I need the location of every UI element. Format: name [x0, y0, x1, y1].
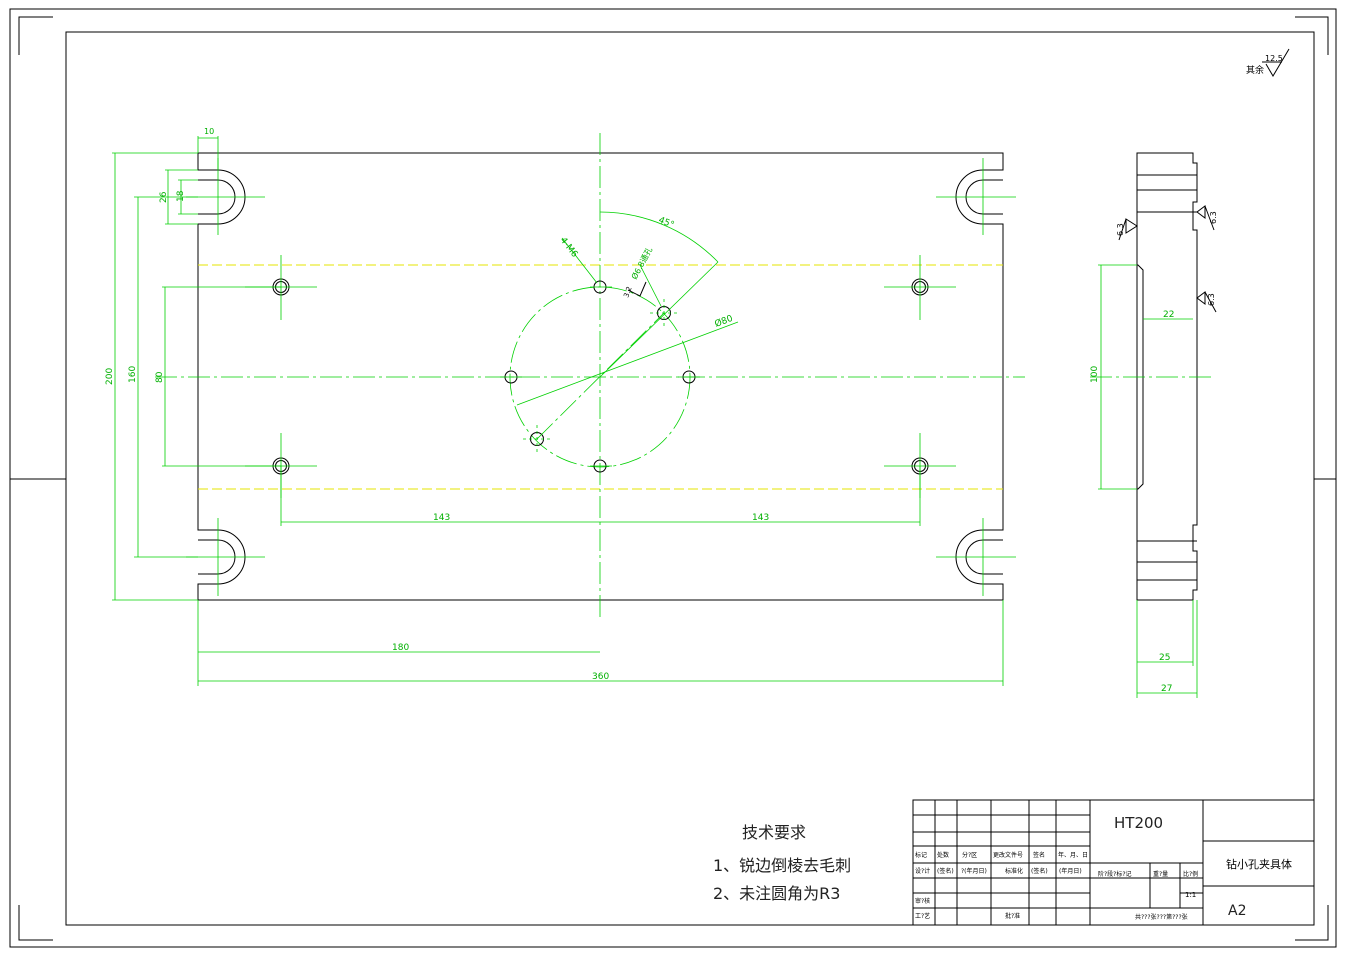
surface-roughness-symbol: 6.3 [1196, 205, 1218, 231]
svg-text:6.3: 6.3 [1116, 223, 1125, 236]
side-view-outline [1136, 152, 1198, 601]
dim-slot-outer: 26 [159, 191, 169, 203]
dim-side-thickness-25: 25 [1159, 653, 1170, 663]
dim-height-80: 80 [155, 371, 165, 383]
tech-requirements: 技术要求 1、锐边倒棱去毛刺 2、未注圆角为R3 [713, 823, 851, 903]
svg-text:分?区: 分?区 [962, 851, 977, 859]
roughness-value: 12.5 [1265, 54, 1283, 63]
sheet-size: A2 [1228, 903, 1246, 919]
part-name: 钻小孔夹具体 [1226, 857, 1292, 871]
svg-text:批?准: 批?准 [1005, 912, 1020, 920]
mounting-hole [884, 255, 956, 320]
dim-side-height-100: 100 [1090, 366, 1100, 383]
roughness-label: 其余 [1246, 64, 1264, 76]
dim-hole-note: Ø6.8通孔 [629, 245, 654, 281]
dim-overall-length: 360 [592, 672, 609, 682]
material: HT200 [1114, 814, 1163, 832]
svg-text:标准化: 标准化 [1005, 867, 1023, 875]
dim-half-spacing-left: 143 [433, 513, 450, 523]
dim-half-spacing-right: 143 [752, 513, 769, 523]
dim-slot-inner: 18 [176, 190, 186, 202]
tech-requirements-title: 技术要求 [742, 823, 806, 842]
svg-text:审?核: 审?核 [915, 897, 930, 905]
svg-text:6.3: 6.3 [1207, 293, 1216, 306]
svg-text:(签名): (签名) [1031, 867, 1048, 875]
dim-slot-width: 10 [204, 127, 214, 136]
svg-text:更改文件号: 更改文件号 [993, 851, 1023, 859]
svg-text:签名: 签名 [1033, 851, 1045, 859]
svg-text:阶?段?标?记: 阶?段?标?记 [1098, 870, 1132, 878]
dim-half-length: 180 [392, 643, 409, 653]
surface-roughness-symbol: 6.3 [1196, 291, 1217, 313]
surface-roughness-symbol: 6.3 [1116, 218, 1138, 241]
dim-side-thickness-27: 27 [1161, 684, 1172, 694]
svg-text:重?量: 重?量 [1153, 870, 1168, 878]
front-view: Ø80 4-M6 45° Ø6.8通孔 3.2 200 160 80 [105, 127, 1025, 686]
dim-small-value: 3.2 [622, 285, 633, 298]
general-roughness-symbol: 12.5 其余 [1246, 48, 1290, 77]
svg-text:工?艺: 工?艺 [915, 912, 930, 920]
tech-requirement-item: 2、未注圆角为R3 [713, 884, 840, 903]
dim-side-width-22: 22 [1163, 310, 1174, 320]
dim-overall-height: 200 [105, 368, 115, 385]
svg-text:设?计: 设?计 [915, 867, 930, 875]
title-block: HT200 钻小孔夹具体 A2 1:1 阶?段?标?记 重?量 比?例 共???… [912, 799, 1315, 926]
svg-text:(年月日): (年月日) [1059, 867, 1082, 875]
sheet-frame [9, 8, 1337, 948]
svg-text:处数: 处数 [937, 851, 949, 859]
dimension-group-left: 200 160 80 26 18 10 [105, 127, 281, 601]
svg-text:年、月、日: 年、月、日 [1058, 851, 1088, 859]
dim-height-160: 160 [128, 366, 138, 383]
tech-requirement-item: 1、锐边倒棱去毛刺 [713, 856, 851, 875]
svg-text:(签名): (签名) [937, 867, 954, 875]
side-view: 100 22 25 27 6.3 6.3 6.3 [1090, 152, 1218, 698]
svg-text:6.3: 6.3 [1209, 211, 1218, 224]
dim-angle: 45° [657, 216, 676, 231]
svg-text:比?例: 比?例 [1183, 870, 1198, 878]
scale: 1:1 [1185, 891, 1196, 899]
dimension-group-bottom: 143 143 180 360 [197, 466, 1004, 686]
svg-text:共???张???第???张: 共???张???第???张 [1135, 913, 1188, 921]
svg-text:?(年月日): ?(年月日) [961, 867, 987, 875]
svg-text:标记: 标记 [915, 851, 927, 859]
